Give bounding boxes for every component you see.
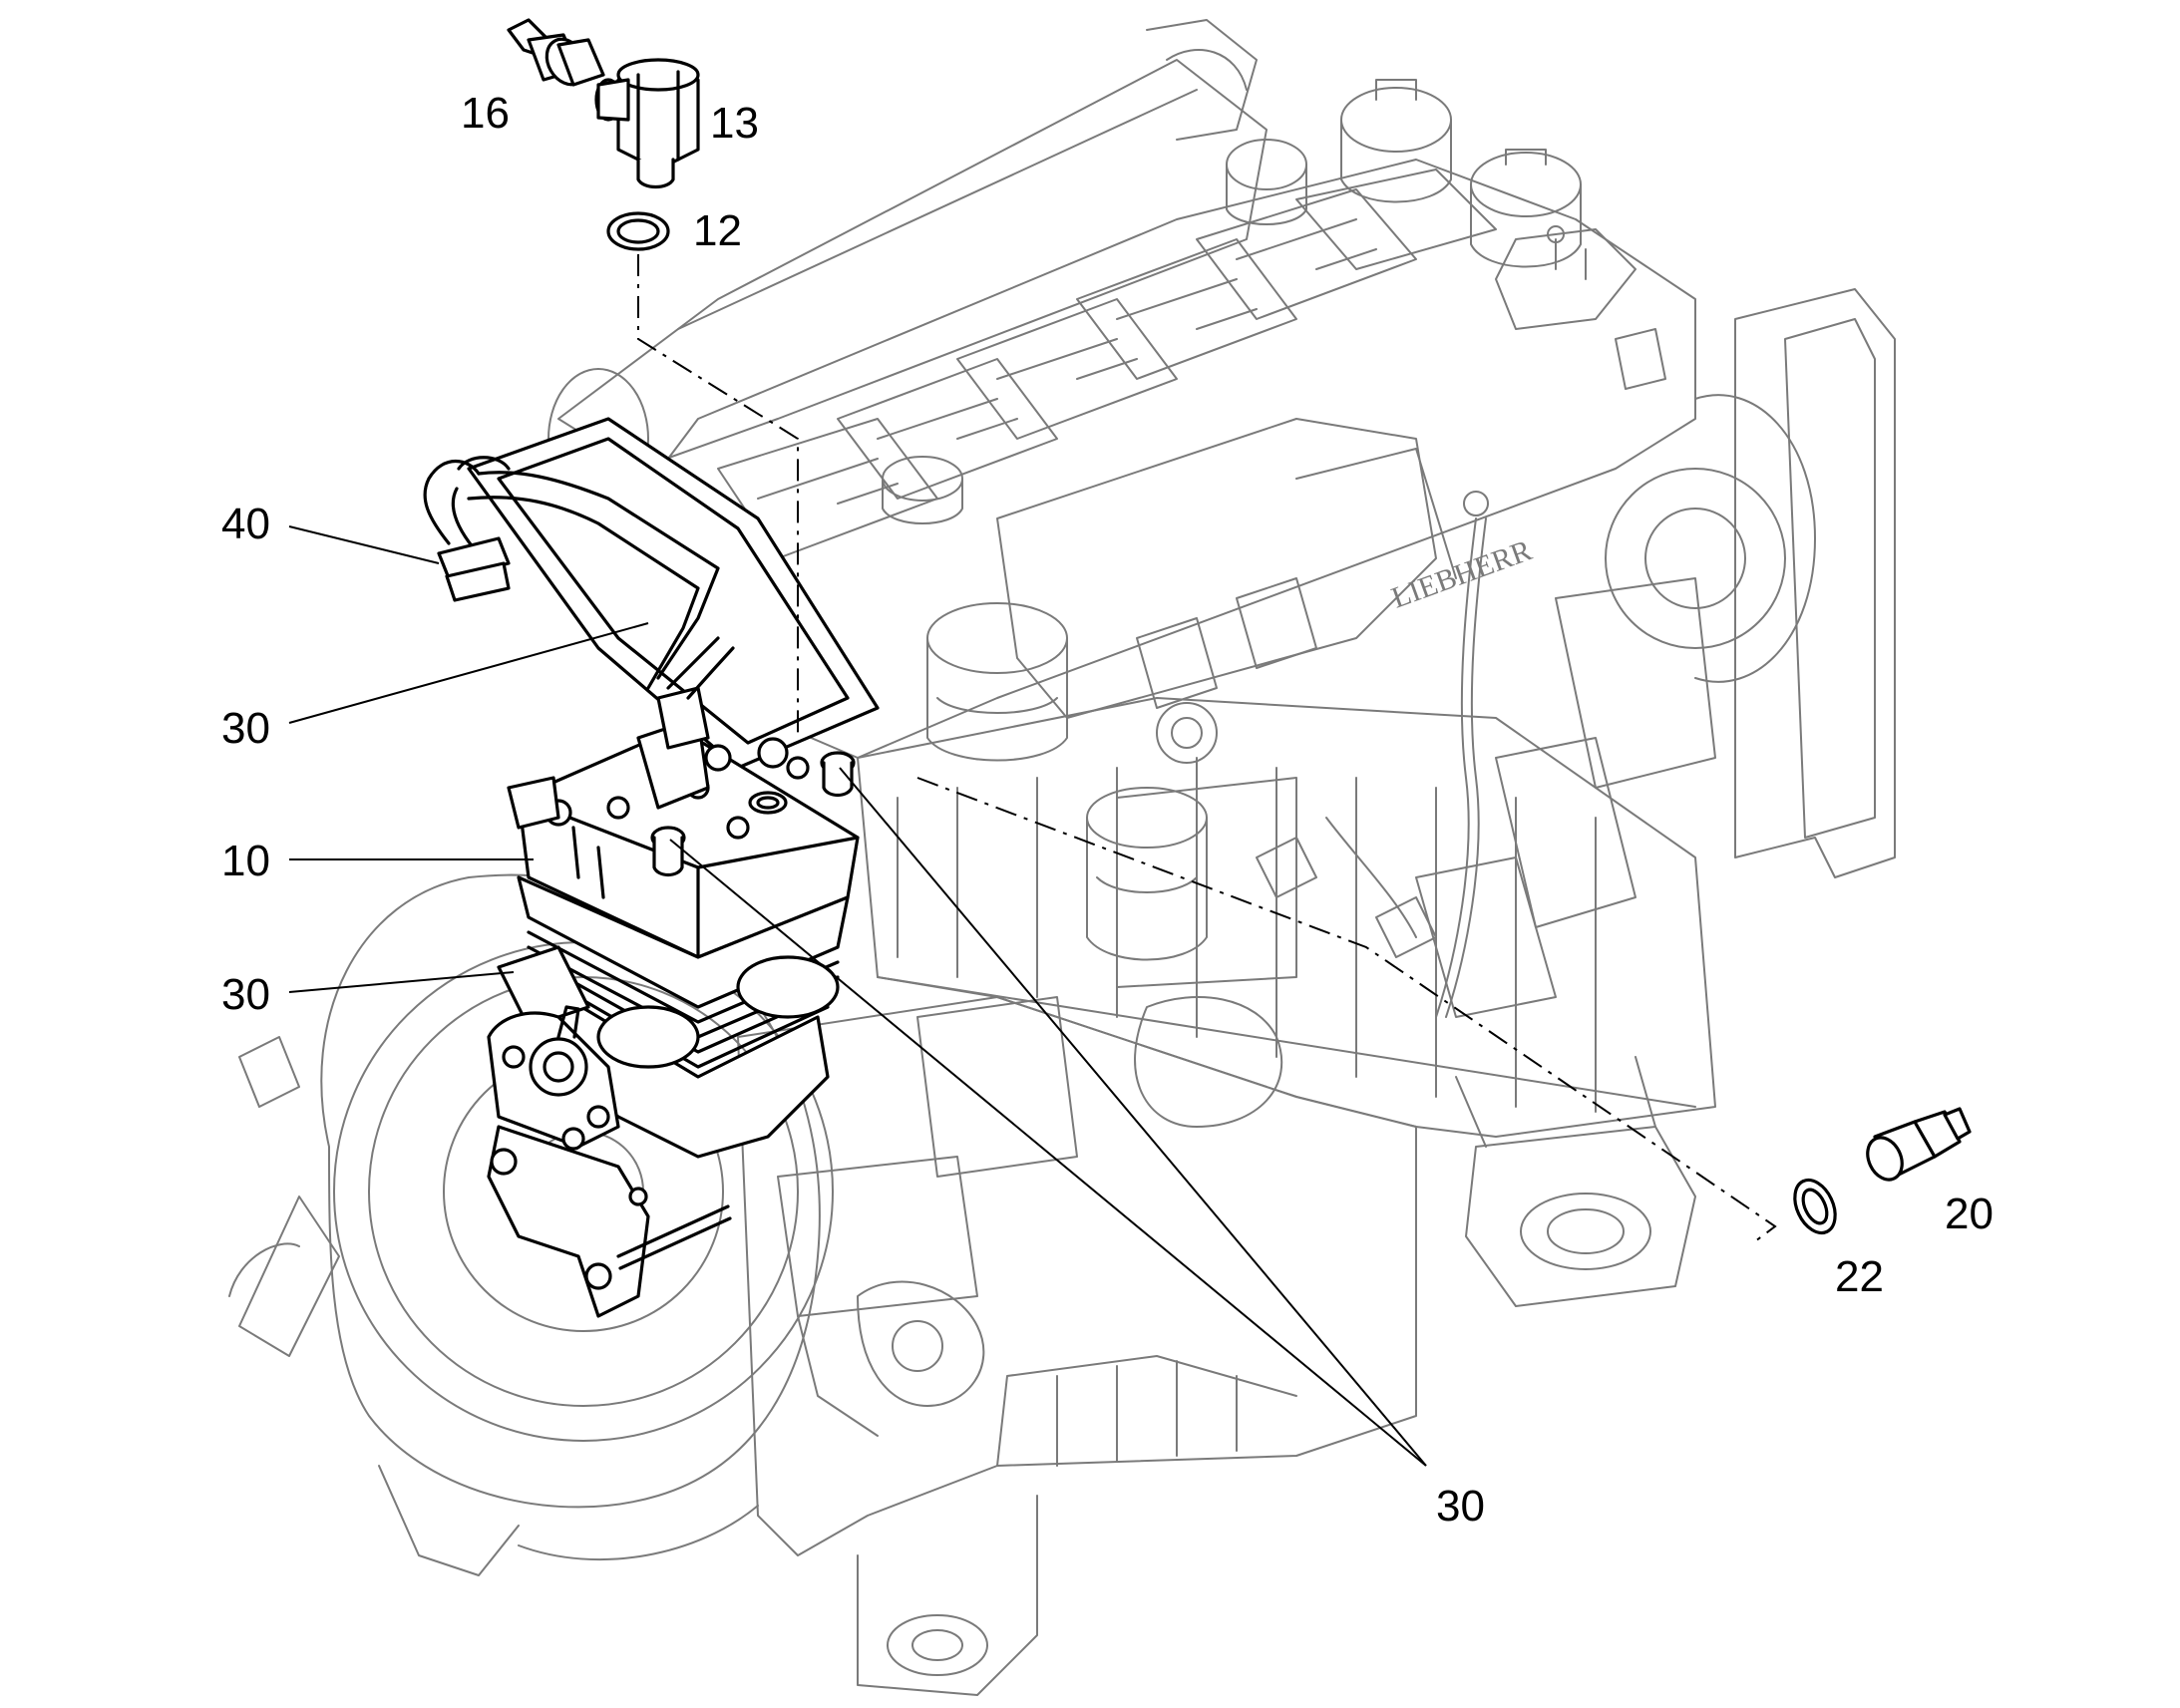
leader-lines [288, 525, 1427, 1467]
callout-30-upper: 30 [221, 704, 270, 753]
gasket-30-upper [467, 417, 880, 770]
fuel-system: LIEBHERR [926, 418, 1536, 1018]
angle-fitting-13 [594, 58, 700, 189]
air-compressor-assembly [423, 417, 880, 1318]
callout-30-bottom: 30 [1436, 1482, 1485, 1531]
engine-block [777, 697, 1716, 1437]
sealing-ring-12 [606, 211, 670, 251]
engine-mount-right [1455, 1056, 1696, 1307]
callout-12: 12 [693, 206, 742, 255]
fitting-20 [1866, 1107, 1972, 1182]
callout-13: 13 [710, 99, 759, 148]
compressor-base [487, 945, 732, 1318]
callout-20: 20 [1945, 1190, 1994, 1238]
fitting-16 [507, 18, 605, 87]
callout-30-lower: 30 [221, 970, 270, 1019]
engine-background-drawing: LIEBHERR [228, 19, 1896, 1696]
compressor-10 [507, 636, 860, 1159]
callout-40: 40 [221, 500, 270, 548]
callout-22: 22 [1835, 1252, 1884, 1301]
coolant-pipe-40 [423, 456, 720, 690]
timing-housing [1415, 288, 1896, 1018]
callout-labels: 16 13 12 40 30 10 30 30 20 22 [221, 89, 1994, 1531]
callout-16: 16 [461, 89, 510, 138]
assembly-centerlines [637, 254, 1777, 1242]
sealing-ring-22 [1793, 1178, 1837, 1235]
callout-10: 10 [221, 837, 270, 885]
sensor-bracket [1495, 225, 1666, 390]
cylinder-head [637, 79, 1696, 759]
